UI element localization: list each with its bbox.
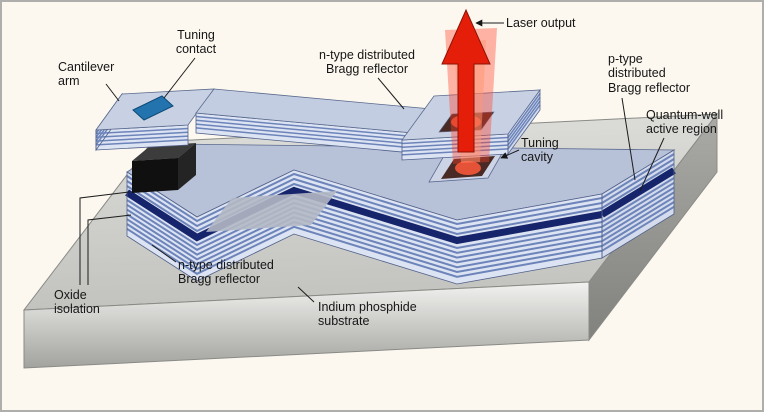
dbr-layer-line <box>401 148 509 156</box>
dbr-layer-line <box>195 119 425 143</box>
dbr-layer-line <box>126 225 603 278</box>
leader-cantilever-arm <box>105 83 120 102</box>
dbr-layer-line <box>601 201 675 247</box>
label-tuning-cavity: Tuning cavity <box>521 136 559 165</box>
plate-front-layers <box>401 136 509 156</box>
label-n-dbr-top: n-type distributed Bragg reflector <box>319 48 415 77</box>
mesa-right-dbr-layers <box>600 153 676 252</box>
label-cantilever-arm: Cantilever arm <box>58 60 115 89</box>
dbr-layer-line <box>195 123 425 146</box>
tuning-cavity <box>428 149 505 183</box>
leader-tuning-contact <box>163 57 196 99</box>
dbr-layer-line <box>507 104 541 150</box>
dbr-layer-line <box>126 182 603 236</box>
dbr-layer-line <box>601 181 675 228</box>
leader-p-dbr <box>621 97 636 181</box>
cavity-glow <box>455 161 481 175</box>
dbr-layer-line <box>126 172 603 226</box>
leader-tuning-cavity <box>500 149 520 159</box>
dbr-layer-line <box>601 177 675 223</box>
dbr-layer-line <box>401 144 509 152</box>
anchor-block <box>132 143 196 193</box>
leader-oxide-1 <box>79 191 130 285</box>
tuning-contact-pad <box>132 95 174 121</box>
dbr-layer-line <box>507 93 541 138</box>
dbr-layer-line <box>601 196 675 243</box>
laser-beam <box>441 8 497 164</box>
leader-n-dbr-bottom <box>151 244 177 263</box>
paddle-front-layers <box>95 127 189 146</box>
leader-substrate <box>297 286 315 303</box>
mesa-right-band-outline <box>601 149 675 259</box>
dbr-layer-line <box>601 158 675 204</box>
dbr-layer-line <box>126 177 603 231</box>
dbr-layer-line <box>600 167 676 218</box>
block-top <box>132 143 196 161</box>
dbr-layer-line <box>195 127 425 150</box>
block-right <box>178 143 196 190</box>
dbr-layer-line <box>601 191 675 238</box>
dbr-layer-line <box>401 140 509 149</box>
dbr-layer-line <box>507 100 541 146</box>
label-n-dbr-bottom: n-type distributed Bragg reflector <box>178 258 274 287</box>
leader-lines <box>79 19 665 303</box>
dbr-mesa <box>125 143 676 285</box>
dbr-layer-line <box>601 163 675 209</box>
leader-quantum-well <box>639 137 665 192</box>
leader-n-dbr-top <box>377 77 405 110</box>
dbr-layer-line <box>601 186 675 233</box>
dbr-layer-line <box>95 135 189 142</box>
dbr-layer-line <box>507 96 541 142</box>
label-oxide-isolation: Oxide isolation <box>54 288 100 317</box>
block-front <box>132 158 178 193</box>
dbr-layer-line <box>401 136 509 145</box>
dbr-layer-line <box>125 186 603 245</box>
label-laser-output: Laser output <box>506 16 576 30</box>
dbr-layer-line <box>601 153 675 199</box>
leader-oxide-2 <box>87 214 132 285</box>
label-p-dbr: p-type distributed Bragg reflector <box>608 52 690 95</box>
dbr-layer-line <box>195 115 425 139</box>
beam-front-layers <box>195 115 425 150</box>
dbr-layer-line <box>95 131 189 139</box>
laser-arrow-icon <box>441 8 491 153</box>
dbr-layer-line <box>95 139 189 146</box>
label-quantum-well: Quantum-well active region <box>646 108 724 137</box>
dbr-layer-line <box>601 205 675 252</box>
plate-right-layers <box>507 93 541 150</box>
dbr-layer-line <box>95 127 189 135</box>
label-tuning-contact: Tuning contact <box>175 28 217 57</box>
label-substrate: Indium phosphide substrate <box>318 300 417 329</box>
etched-recess-shadow <box>206 191 337 232</box>
